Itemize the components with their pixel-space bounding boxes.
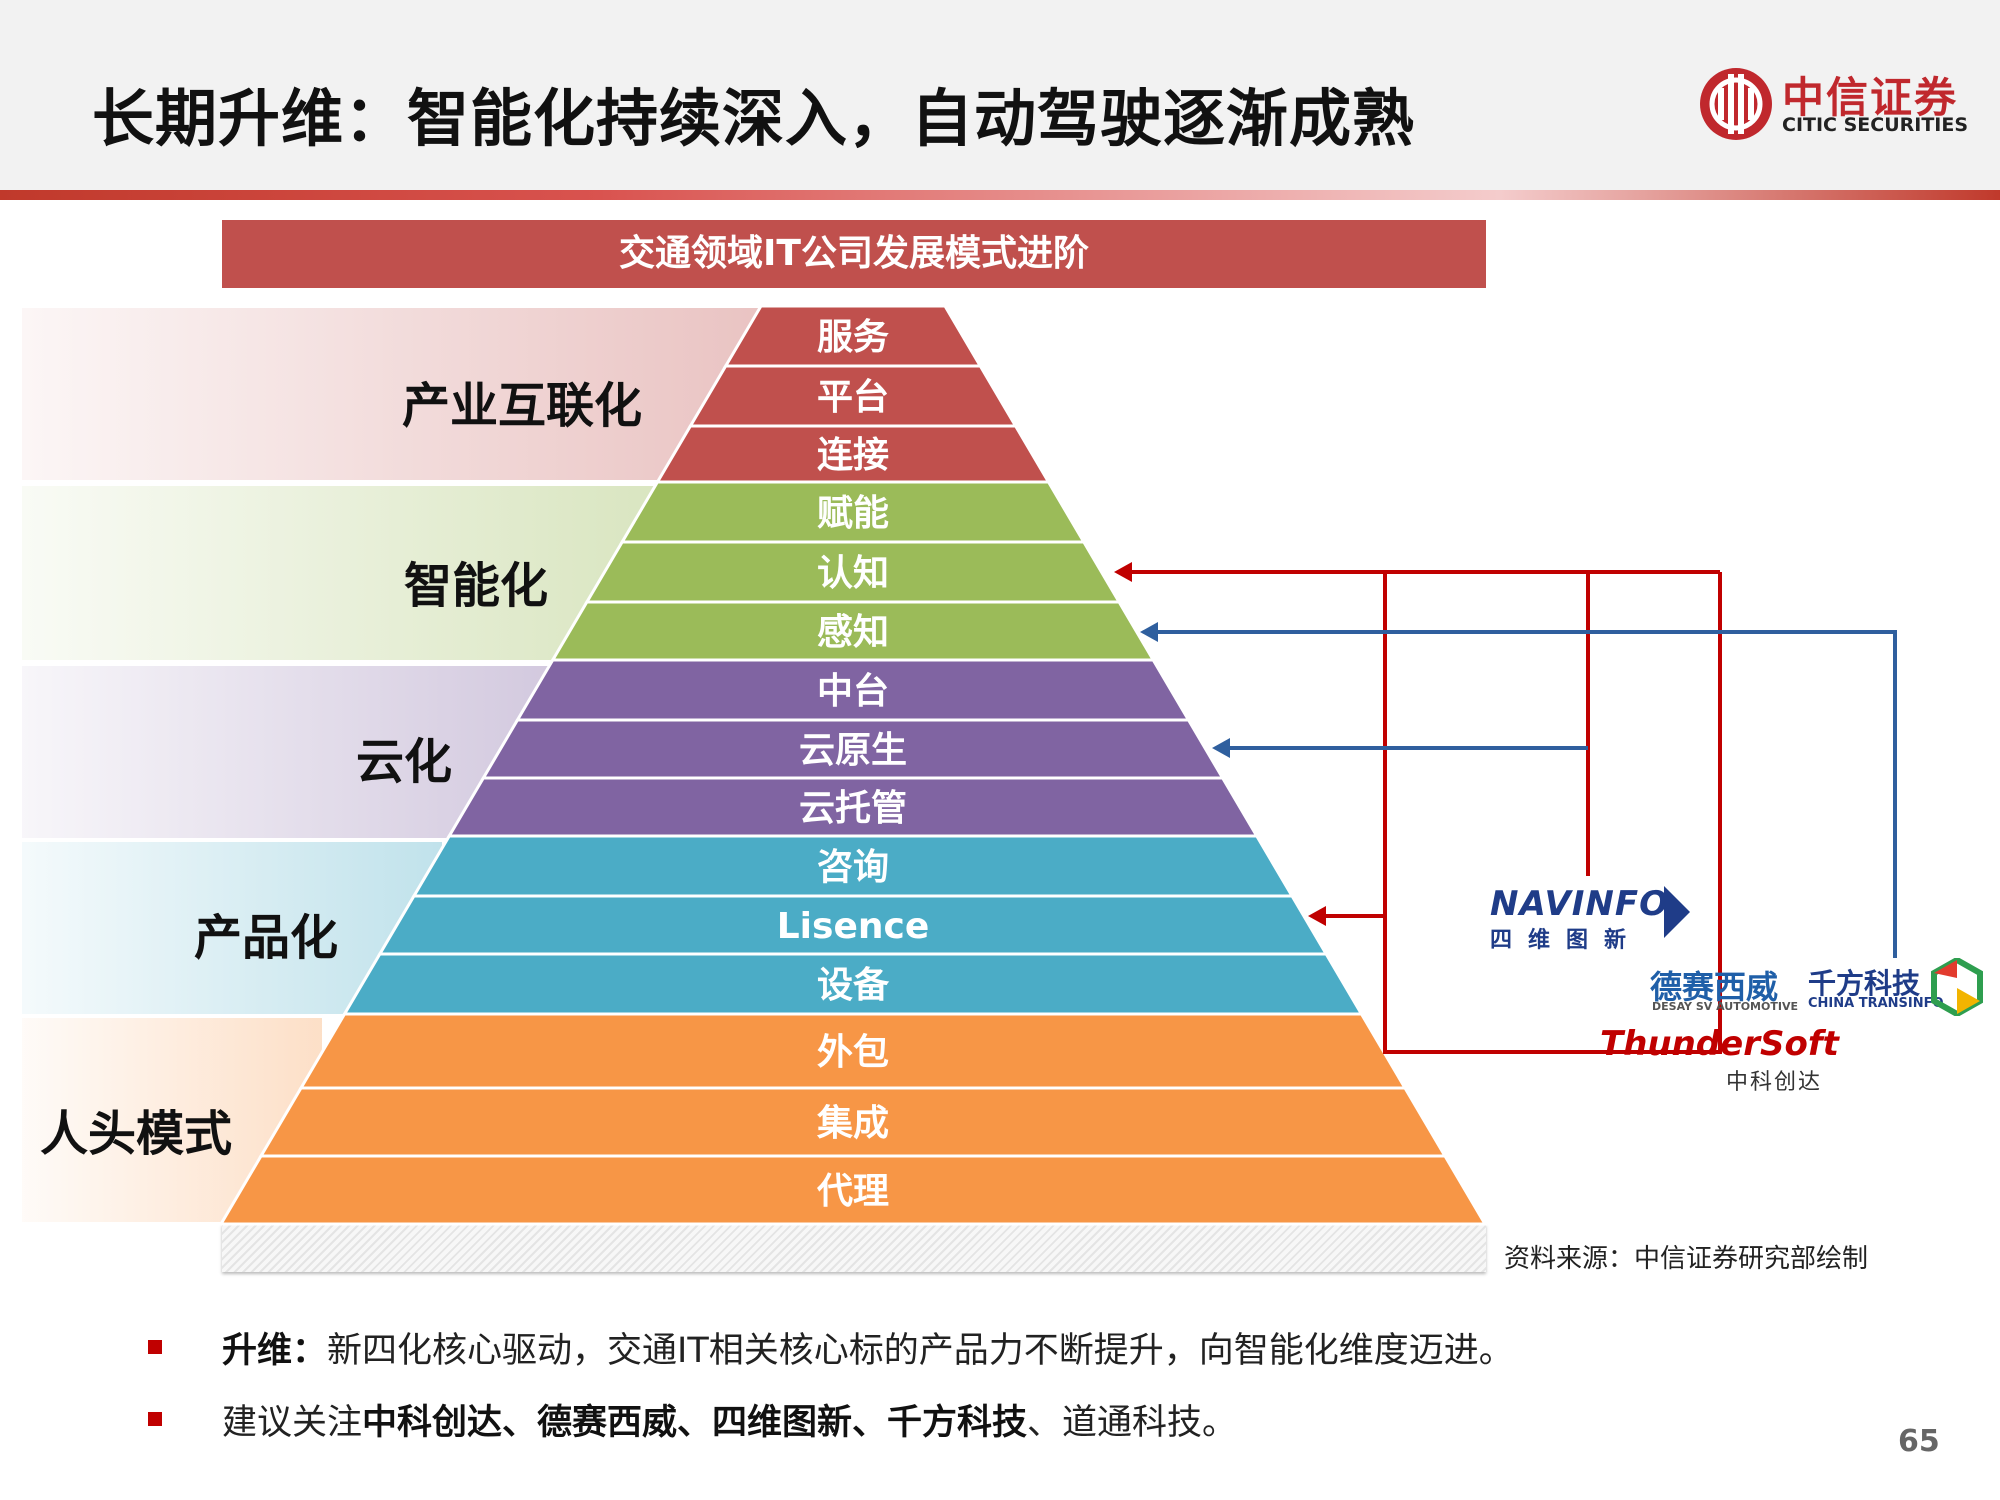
citic-logo-icon [1700,68,1772,140]
logo-english-name: CITIC SECURITIES [1782,114,1969,136]
pyramid-layer-label: Lisence [777,906,930,947]
navinfo-chevron-icon [1664,886,1690,938]
page-title: 长期升维：智能化持续深入，自动驾驶逐渐成熟 [92,82,1416,155]
pyramid-layer-label: 平台 [817,377,889,418]
band-intelligent [22,486,662,660]
qianfang-english: CHINA TRANSINFO [1808,996,1944,1011]
page-number: 65 [1898,1424,1940,1459]
header-accent-bar [0,190,2000,200]
diagram-title: 交通领域IT公司发展模式进阶 [222,220,1486,288]
qianfang-logo: 千方科技 [1808,967,1921,1000]
thundersoft-chinese: 中科创达 [1726,1070,1823,1095]
bullet-marker [148,1412,162,1426]
band-industrial-internet [22,308,782,480]
desay-logo: 德赛西威 [1650,968,1779,1006]
band-label-productization: 产品化 [194,910,339,966]
pyramid-layer-label: 云托管 [799,788,907,829]
pyramid-base [222,1224,1486,1272]
logo-chinese-name: 中信证券 [1782,73,1959,122]
pyramid-layer-label: 集成 [816,1103,889,1144]
band-label-intelligent: 智能化 [404,558,549,614]
arrowhead-cloud-native [1212,738,1230,758]
bullet-1-text: 新四化核心驱动，交通IT相关核心标的产品力不断提升，向智能化维度迈进。 [327,1331,1514,1371]
pyramid-layer-label: 连接 [817,435,889,476]
company-connection-arrows [1114,562,1897,1054]
pyramid-layer-label: 服务 [817,317,889,358]
qianfang-cube-icon [1931,958,1983,1016]
pyramid-layer [218,1154,1488,1226]
band-label-headcount-model: 人头模式 [40,1106,233,1162]
arrowhead-license [1308,906,1326,926]
band-label-cloud: 云化 [356,734,453,790]
navinfo-logo: NAVINFO [1490,884,1670,924]
bullet-1-bold: 升维： [222,1331,328,1371]
source-note: 资料来源：中信证券研究部绘制 [1504,1244,1869,1274]
band-label-industrial-internet: 产业互联化 [402,378,643,434]
pyramid-layer-label: 外包 [817,1032,889,1073]
pyramid-layer-label: 认知 [817,553,889,594]
pyramid-layer-label: 代理 [816,1171,889,1212]
pyramid-layer-label: 设备 [817,965,890,1006]
navinfo-chinese: 四维图新 [1490,928,1643,953]
pyramid-layer-label: 咨询 [817,847,889,888]
arrowhead-perception [1140,622,1158,642]
bullet-2-pre: 建议关注 [222,1403,363,1443]
header [0,0,2000,190]
bullet-2-bold: 中科创达、德赛西威、四维图新、千方科技 [362,1403,1028,1443]
thundersoft-logo: ThunderSoft [1600,1024,1839,1064]
bullet-2: 建议关注中科创达、德赛西威、四维图新、千方科技、道通科技。 [222,1394,1237,1445]
bullet-marker [148,1340,162,1354]
pyramid-layer-label: 云原生 [799,730,907,771]
arrowhead-cognition [1114,562,1132,582]
desay-english: DESAY SV AUTOMOTIVE [1652,1000,1798,1013]
pyramid-layer-label: 赋能 [817,493,889,534]
bullet-1: 升维：新四化核心驱动，交通IT相关核心标的产品力不断提升，向智能化维度迈进。 [222,1322,1514,1373]
pyramid-layer-label: 中台 [817,671,889,712]
pyramid-layer-label: 感知 [817,612,889,653]
bullet-2-post: 、道通科技。 [1027,1403,1238,1443]
